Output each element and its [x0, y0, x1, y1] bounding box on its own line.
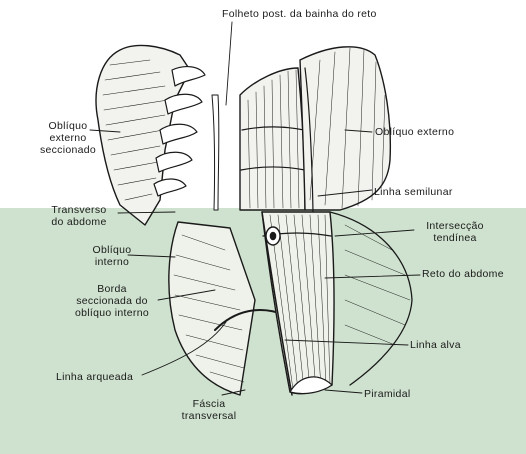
rectus-upper-striations: [247, 69, 300, 209]
label-linha-semilunar: Linha semilunar: [374, 186, 453, 198]
label-line: Oblíquo: [92, 244, 132, 256]
label-line: Intersecção: [426, 220, 484, 232]
left-flap-hatching: [102, 59, 169, 201]
label-line: Fáscia: [192, 398, 226, 410]
bottom-background: [0, 208, 526, 454]
label-line: transversal: [181, 410, 237, 422]
label-piramidal: Piramidal: [364, 388, 411, 400]
label-line: externo: [49, 132, 87, 144]
label-line: oblíquo interno: [75, 307, 149, 319]
label-interseccao-tendinea: Intersecção tendínea: [414, 220, 496, 244]
label-obliquo-interno: Oblíquo interno: [88, 244, 136, 268]
leader-borda: [157, 289, 216, 301]
label-line: Transverso: [51, 204, 107, 216]
leader-reto: [324, 274, 421, 279]
right-external-oblique: [299, 46, 392, 211]
leader-interseccao: [334, 229, 415, 237]
left-external-oblique-flap: [95, 44, 191, 226]
right-lateral-contour: [329, 211, 413, 386]
label-fascia-transversal: Fáscia transversal: [176, 398, 242, 422]
label-line: tendínea: [433, 232, 477, 244]
leader-transverso: [117, 211, 176, 214]
umbilicus-inner: [269, 231, 277, 241]
leader-fascia: [221, 389, 246, 396]
rectus-lower-striations: [269, 214, 331, 391]
label-line: Oblíquo: [48, 120, 88, 132]
rib-bands: [153, 65, 206, 197]
leader-piramidal: [324, 389, 363, 394]
right-lower-hatching: [344, 224, 411, 346]
label-obliquo-externo-seccionado: Oblíquo externo seccionado: [36, 120, 100, 156]
label-obliquo-externo: Oblíquo externo: [375, 126, 455, 138]
leader-semilunar: [317, 189, 373, 197]
label-line: seccionado: [39, 144, 97, 156]
label-folheto-post: Folheto post. da bainha do reto: [222, 8, 377, 20]
label-reto-abdome: Reto do abdome: [422, 268, 504, 280]
internal-oblique-hatching: [173, 234, 245, 383]
label-line: do abdome: [51, 216, 107, 228]
tendinous-intersections-upper: [240, 126, 306, 171]
label-line: interno: [94, 256, 130, 268]
posterior-rectus-sheath: [211, 94, 220, 211]
leader-folheto: [225, 21, 233, 106]
label-line: seccionada do: [76, 295, 148, 307]
label-line: Borda: [97, 283, 127, 295]
leader-linha-arqueada: [141, 321, 227, 376]
linea-semilunaris: [304, 67, 314, 213]
pyramidalis: [289, 376, 333, 395]
linea-alba: [261, 211, 293, 396]
leader-obliquo-externo-secc: [89, 129, 121, 133]
label-borda-seccionada: Borda seccionada do oblíquo interno: [64, 283, 160, 319]
label-transverso-abdome: Transverso do abdome: [42, 204, 116, 228]
label-linha-arqueada: Linha arqueada: [56, 371, 134, 383]
leader-linha-alva: [284, 339, 409, 346]
leader-obliquo-externo: [344, 129, 373, 133]
leader-obliquo-interno: [127, 254, 176, 258]
label-linha-alva: Linha alva: [410, 339, 461, 351]
